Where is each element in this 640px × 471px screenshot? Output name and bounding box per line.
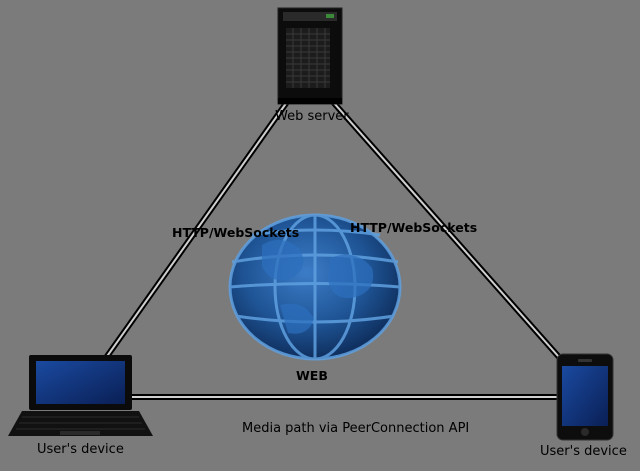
smartphone-icon <box>556 353 614 441</box>
globe-icon <box>228 213 402 361</box>
edge-label-laptop-server: HTTP/WebSockets <box>172 225 300 240</box>
edge-laptop-server <box>100 100 290 364</box>
server-icon <box>277 7 343 105</box>
globe-label: WEB <box>296 368 328 383</box>
edge-label-laptop-phone: Media path via PeerConnection API <box>242 421 470 436</box>
phone-label: User's device <box>540 444 627 459</box>
laptop-label: User's device <box>37 442 124 457</box>
server-label: Web server <box>275 109 349 124</box>
edge-server-phone <box>330 100 569 367</box>
laptop-icon <box>8 355 153 436</box>
edge-label-server-phone: HTTP/WebSockets <box>350 220 478 235</box>
